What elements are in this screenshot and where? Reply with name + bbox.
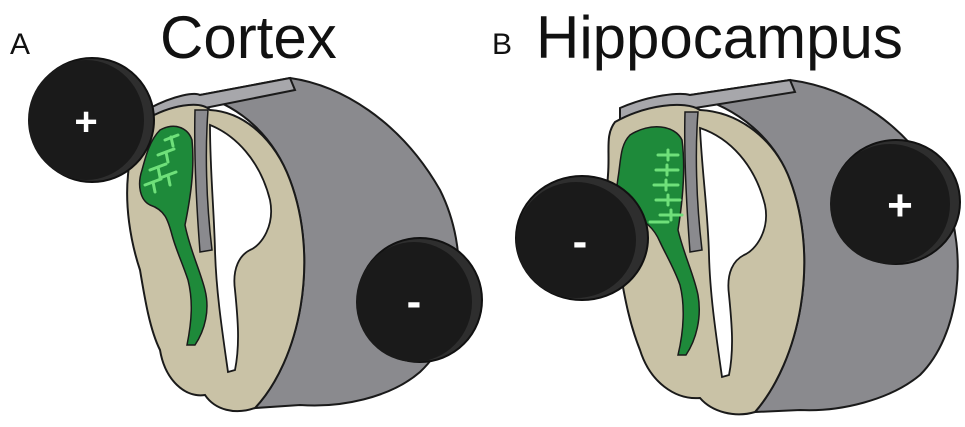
electrode-anode: +	[28, 58, 154, 182]
brain-slice-diagram: + -	[0, 0, 490, 427]
electrode-cathode: -	[516, 176, 648, 300]
panel-hippocampus: B Hippocampus - +	[490, 0, 965, 427]
electrode-sign-anode: +	[74, 100, 97, 144]
electrode-sign-cathode: -	[407, 277, 422, 326]
brain-slice-diagram: - +	[490, 0, 965, 427]
panel-cortex: A Cortex + -	[0, 0, 490, 427]
electrode-sign-cathode: -	[573, 217, 588, 266]
electrode-anode: +	[830, 140, 960, 264]
electrode-sign-anode: +	[887, 181, 913, 230]
electrode-cathode: -	[356, 238, 482, 362]
